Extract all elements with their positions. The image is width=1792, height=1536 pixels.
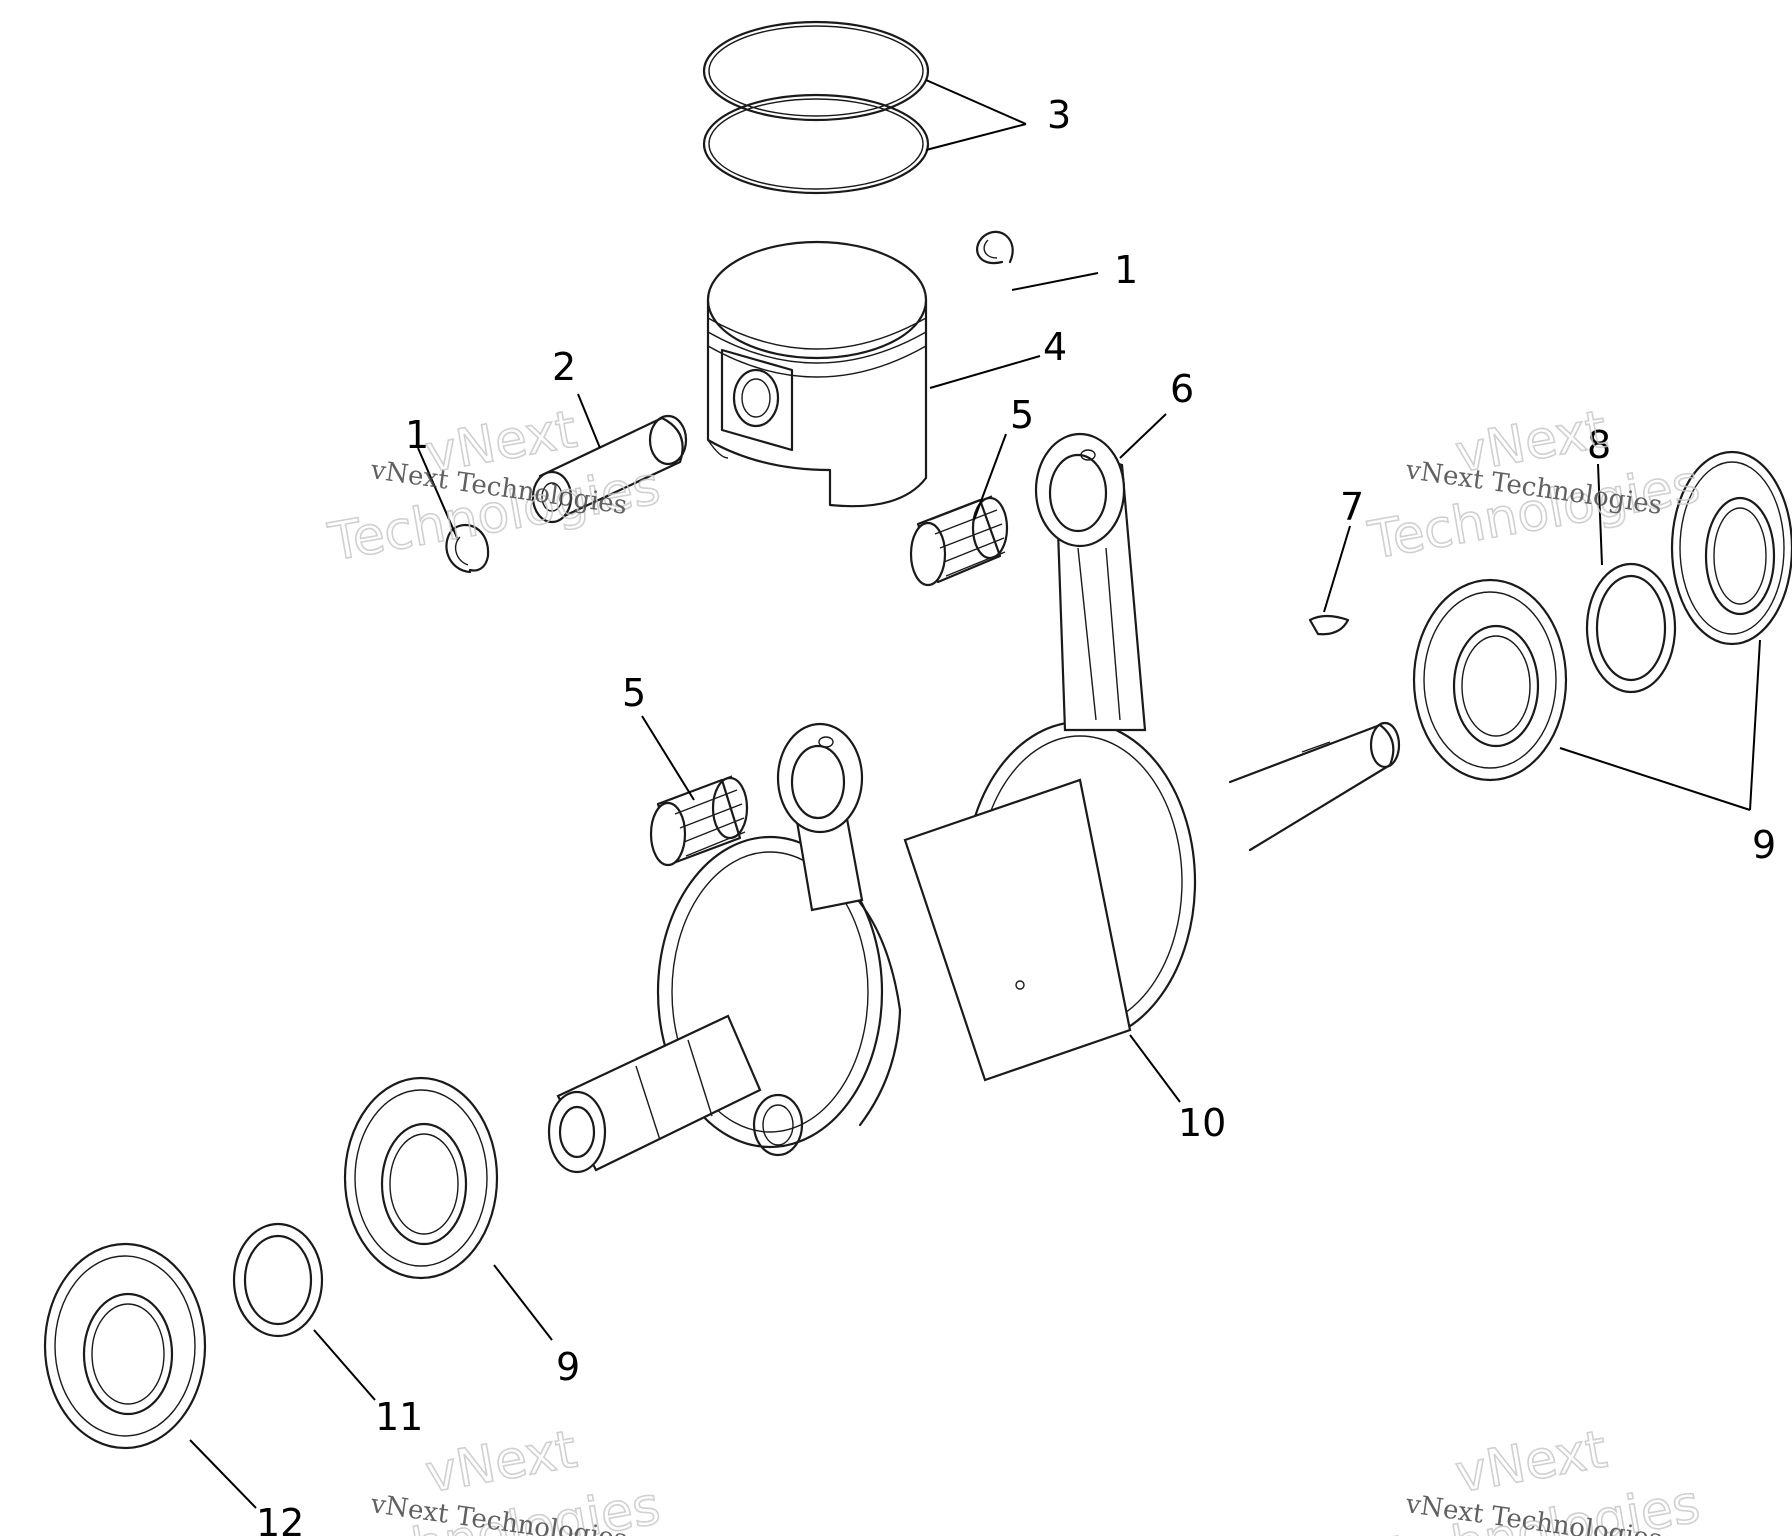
left-bearing xyxy=(343,1076,499,1280)
left-seal xyxy=(43,1242,207,1450)
right-seal xyxy=(1670,450,1792,646)
right-bearing xyxy=(1412,578,1568,782)
callout-11: 11 xyxy=(375,1395,423,1439)
right-spacer-ring xyxy=(1585,562,1677,694)
leader-lines xyxy=(189,79,1761,1509)
left-spacer-ring xyxy=(232,1222,324,1338)
wrist-pin xyxy=(531,414,688,524)
needle-bearing-upper xyxy=(909,495,1009,587)
callout-1-lower: 1 xyxy=(405,413,429,457)
circlip-right xyxy=(976,230,1014,265)
callout-9-left: 9 xyxy=(556,1345,580,1389)
piston xyxy=(706,240,928,508)
woodruff-key xyxy=(1308,614,1350,636)
callout-10: 10 xyxy=(1178,1101,1226,1145)
piston-rings xyxy=(702,20,930,195)
callout-labels: 1 1 2 3 4 5 5 6 7 8 9 9 10 11 12 xyxy=(256,93,1776,1536)
callout-7: 7 xyxy=(1340,485,1364,529)
callout-1-upper: 1 xyxy=(1114,248,1138,292)
needle-bearing-lower xyxy=(649,775,749,867)
callout-8: 8 xyxy=(1587,423,1611,467)
callout-2: 2 xyxy=(552,345,576,389)
callout-12: 12 xyxy=(256,1501,304,1536)
callout-5-lower: 5 xyxy=(622,671,646,715)
callout-6: 6 xyxy=(1170,367,1194,411)
callout-5-upper: 5 xyxy=(1010,393,1034,437)
callout-3: 3 xyxy=(1047,93,1071,137)
callout-4: 4 xyxy=(1043,325,1067,369)
callout-9-right: 9 xyxy=(1752,823,1776,867)
crankshaft-assembly xyxy=(547,432,1401,1174)
